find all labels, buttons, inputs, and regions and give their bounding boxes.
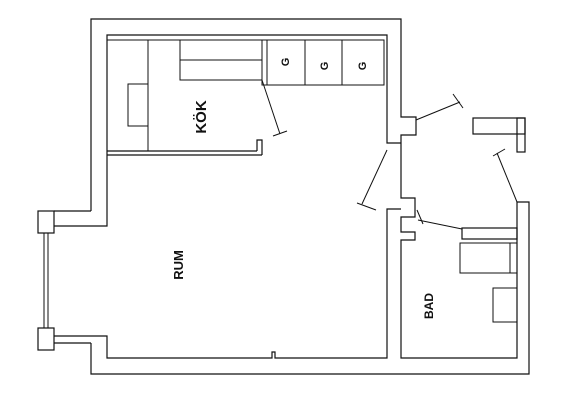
living-lower-wall bbox=[106, 208, 401, 359]
kitchen-sink bbox=[127, 83, 149, 127]
exterior-walls bbox=[90, 18, 530, 375]
appliance-label-1: G bbox=[280, 58, 292, 67]
appliance-row bbox=[261, 39, 385, 86]
kitchen-area bbox=[107, 39, 288, 156]
living-door bbox=[356, 149, 388, 211]
appliance-label-3: G bbox=[357, 62, 369, 71]
living-door-leaf bbox=[356, 202, 377, 211]
bathroom-area bbox=[416, 209, 518, 323]
bath-partition bbox=[461, 227, 518, 240]
room-label-living: RUM bbox=[171, 250, 186, 280]
bath-sink bbox=[492, 287, 518, 323]
bathtub bbox=[459, 242, 511, 274]
kitchen-door-swing bbox=[261, 79, 281, 135]
entry-door-swing bbox=[496, 152, 518, 203]
appliance-frame bbox=[261, 39, 385, 86]
kitchen-door-post bbox=[256, 139, 263, 155]
entry-closet-post bbox=[516, 117, 526, 153]
window-bottom-wall-inner bbox=[54, 335, 108, 343]
outer-wall-outer-line bbox=[90, 18, 530, 375]
entry-door-leaf-tick bbox=[452, 93, 464, 109]
living-door-swing bbox=[361, 149, 388, 205]
bath-door-leaf bbox=[417, 219, 463, 230]
entry-door-tick bbox=[492, 148, 506, 157]
outer-wall-inner-line bbox=[106, 34, 401, 211]
entry-door-leaf bbox=[415, 101, 461, 121]
kitchen-door-leaf bbox=[272, 130, 288, 137]
appliance-label-2: G bbox=[319, 62, 331, 71]
room-label-kitchen: KÖK bbox=[193, 100, 210, 134]
window-jamb-top bbox=[37, 210, 55, 234]
window-bay bbox=[37, 210, 108, 351]
window-top-wall-inner bbox=[54, 211, 108, 227]
window-jamb-bottom bbox=[37, 327, 55, 351]
bath-door-tick bbox=[416, 209, 424, 225]
entrance-door bbox=[415, 93, 526, 203]
room-label-bath: BAD bbox=[422, 293, 436, 319]
